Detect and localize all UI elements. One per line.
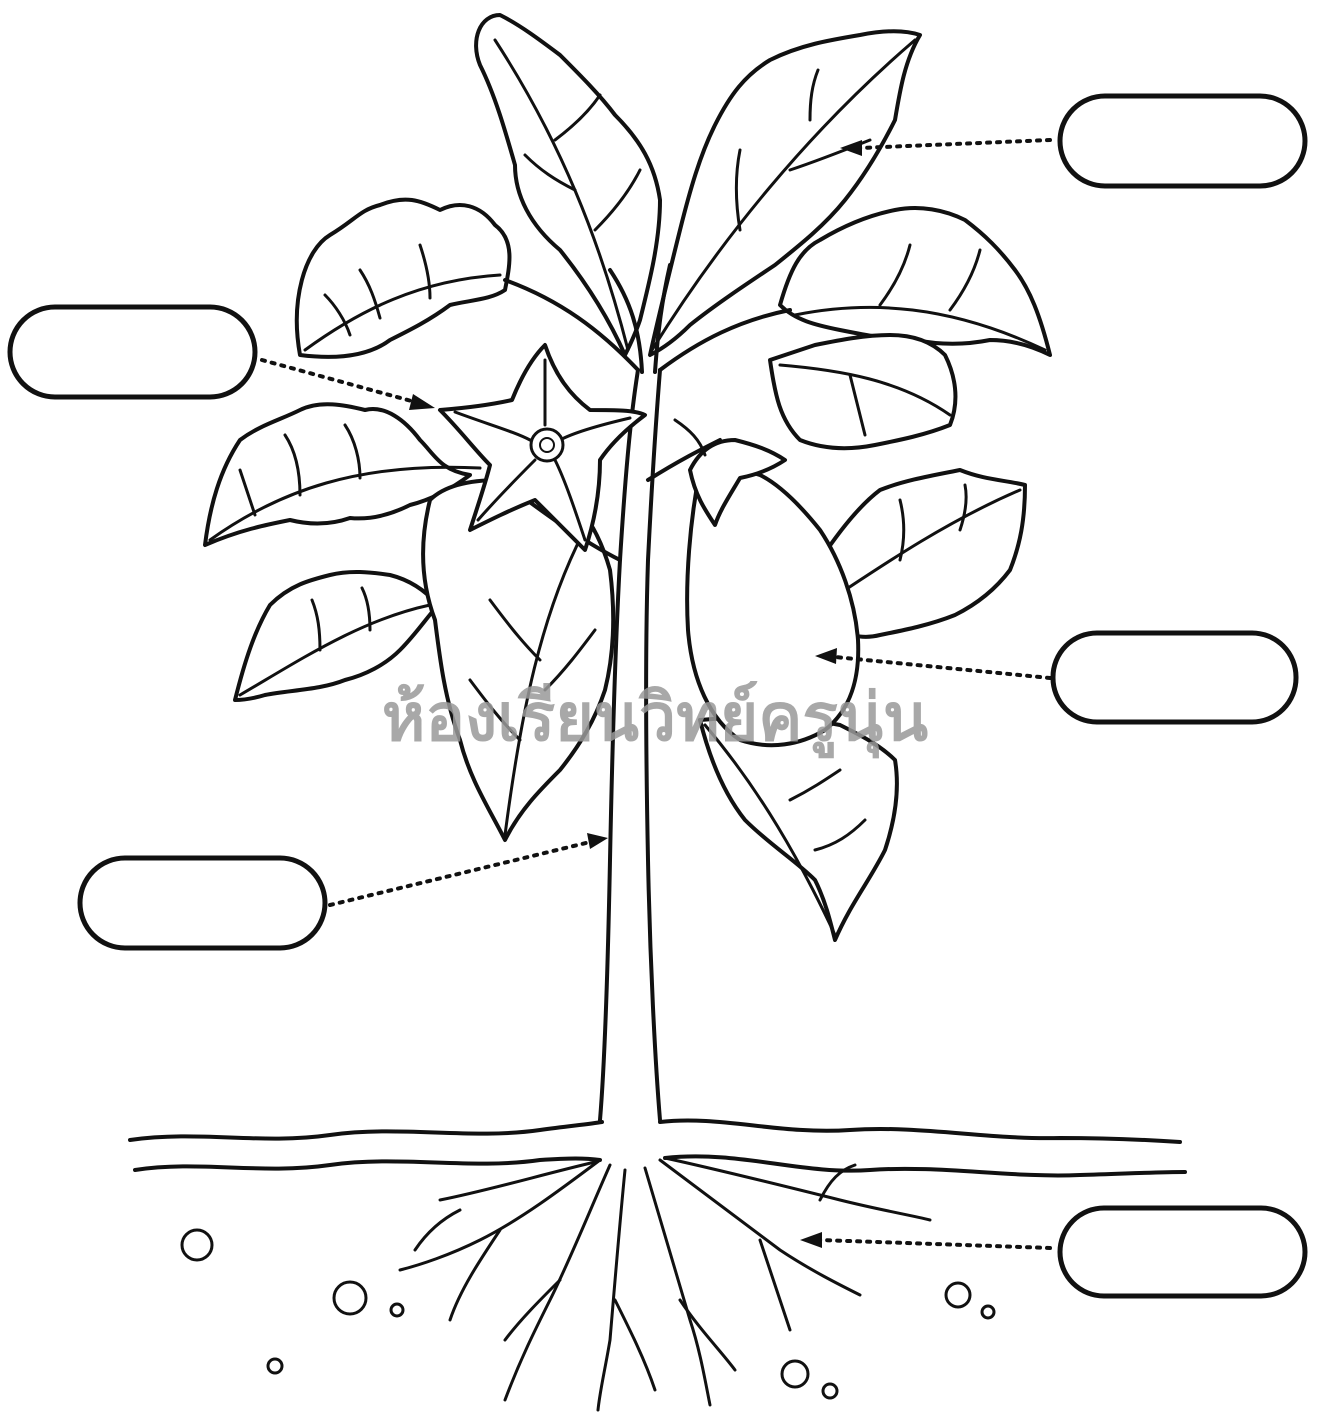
roots (400, 1158, 930, 1410)
arrow-stem (330, 833, 608, 905)
watermark-text: ห้องเรียนวิทย์ครูนุ่น (382, 679, 928, 759)
label-box-root[interactable] (1060, 1208, 1305, 1296)
label-box-fruit[interactable] (1053, 633, 1296, 722)
leaf-upper-right (780, 208, 1050, 355)
leaf-upper-left (297, 200, 510, 357)
leaf-top-left (476, 15, 660, 355)
label-box-flower[interactable] (10, 307, 255, 397)
leaf-mid-right (770, 335, 955, 448)
label-box-leaf[interactable] (1060, 96, 1305, 186)
ground-line (130, 1120, 1185, 1175)
arrow-flower (262, 360, 435, 410)
label-box-stem[interactable] (80, 858, 325, 948)
soil-pebbles (182, 1230, 994, 1398)
arrow-root (800, 1232, 1050, 1248)
